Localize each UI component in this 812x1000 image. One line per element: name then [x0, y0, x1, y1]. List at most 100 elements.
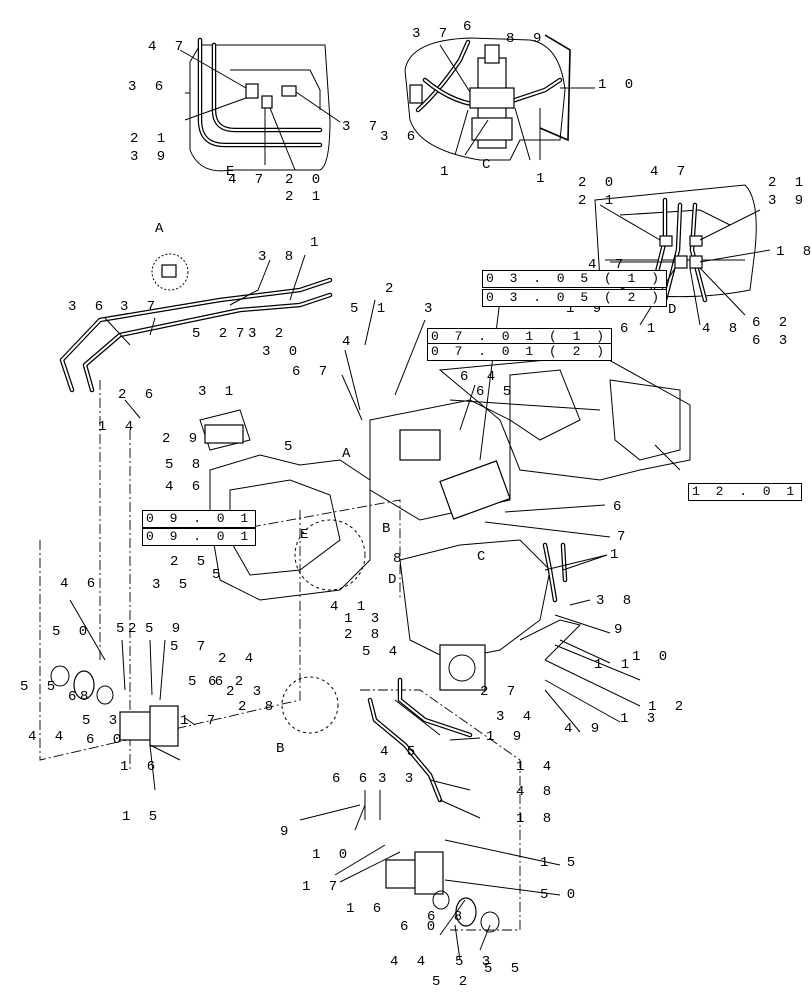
callout-49: 4 9	[564, 721, 605, 737]
callout-18-b: 1 8	[516, 811, 557, 827]
callout-5-m: 5	[284, 439, 298, 455]
callout-5b-m: 5	[212, 567, 226, 583]
callout-50-l: 5 0	[52, 624, 93, 640]
callout-50-b: 5 0	[540, 887, 581, 903]
callout-18-r: 1 8	[776, 244, 811, 260]
ref-03-05-2[interactable]: 0 3 . 0 5 ( 2 )	[482, 289, 668, 307]
callout-21: 2 1	[130, 131, 171, 147]
callout-48-r: 4 8	[702, 321, 743, 337]
ref-12-01[interactable]: 1 2 . 0 1	[688, 483, 803, 501]
ref-09-01-b[interactable]: 0 9 . 0 1	[142, 528, 257, 546]
callout-68-b: 6 8	[427, 909, 468, 925]
callout-2-l: 2	[128, 621, 142, 637]
callout-64: 6 4	[460, 369, 501, 385]
callout-62-l: 6 2	[208, 674, 249, 690]
callout-24: 2 4	[218, 651, 259, 667]
callout-53-b: 5 3	[455, 954, 496, 970]
callout-5-l: 5	[116, 621, 130, 637]
callout-23: 2 3	[226, 684, 267, 700]
callout-detail-c-m: C	[477, 549, 491, 565]
callout-38: 3 8	[258, 249, 299, 265]
callout-19-b: 1 9	[486, 729, 527, 745]
callout-36: 3 6	[128, 79, 169, 95]
callout-21-r: 2 1	[578, 193, 619, 209]
callout-52-m: 5 2	[192, 326, 233, 342]
ref-07-01-2[interactable]: 0 7 . 0 1 ( 2 )	[427, 343, 613, 361]
callout-9-m: 9	[614, 622, 628, 638]
callout-14-b: 1 4	[516, 759, 557, 775]
callout-16-b: 1 6	[346, 901, 387, 917]
callout-44-b: 4 4	[390, 954, 431, 970]
callout-31: 3 1	[198, 384, 239, 400]
callout-detail-c: C	[482, 157, 496, 173]
callout-detail-d-m: D	[388, 572, 402, 588]
callout-63-r: 6 3	[752, 333, 793, 349]
callout-21b-r: 2 1	[768, 175, 809, 191]
callout-28-l: 2 8	[238, 699, 279, 715]
callout-39-r: 3 9	[768, 193, 809, 209]
callout-7-m: 7	[236, 326, 250, 342]
callout-46-m: 4 6	[165, 479, 206, 495]
callout-6-tc: 6	[463, 19, 477, 35]
ref-07-01-1[interactable]: 0 7 . 0 1 ( 1 )	[427, 328, 613, 346]
callout-36-m: 3 6	[68, 299, 109, 315]
callout-55-l: 5 5	[20, 679, 61, 695]
callout-26: 2 6	[118, 387, 159, 403]
ref-03-05-1[interactable]: 0 3 . 0 5 ( 1 )	[482, 270, 668, 288]
ref-09-01-a[interactable]: 0 9 . 0 1	[142, 510, 257, 528]
callout-37-tc: 3 7	[412, 26, 453, 42]
callout-20: 2 0	[285, 172, 326, 188]
callout-36-tc: 3 6	[380, 129, 421, 145]
callout-detail-e: E	[226, 164, 240, 180]
callout-37: 3 7	[342, 119, 383, 135]
callout-60-b: 6 0	[400, 919, 441, 935]
callout-detail-b-m: B	[382, 521, 396, 537]
callout-1b-m: 1	[610, 547, 624, 563]
callout-28-m: 2 8	[344, 627, 385, 643]
callout-1-m: 1	[310, 235, 324, 251]
callout-17-l: 1 7	[180, 713, 221, 729]
callout-60-l: 6 0	[86, 732, 127, 748]
callout-8-l: 8	[80, 689, 94, 705]
callout-20-r: 2 0	[578, 175, 619, 191]
callout-14-m: 1 4	[98, 419, 139, 435]
callout-6-m: 6	[613, 499, 627, 515]
callout-32-m: 3 2	[248, 326, 289, 342]
callout-30: 3 0	[262, 344, 303, 360]
callout-37-m: 3 7	[120, 299, 161, 315]
callout-34: 3 4	[496, 709, 537, 725]
callout-9-b: 9	[280, 824, 294, 840]
callout-58: 5 8	[165, 457, 206, 473]
callout-33: 3 3	[378, 771, 419, 787]
valve-c-inset	[404, 34, 595, 161]
callout-17-b: 1 7	[302, 879, 343, 895]
callout-detail-b-l: B	[276, 741, 290, 757]
callout-16-l: 1 6	[120, 759, 161, 775]
callout-10-tc: 1 0	[598, 77, 639, 93]
callout-7b-m: 7	[617, 529, 631, 545]
callout-29: 2 9	[162, 431, 203, 447]
callout-15-l: 1 5	[122, 809, 163, 825]
callout-47b: 4 7	[228, 172, 269, 188]
callout-12: 1 2	[648, 699, 689, 715]
callout-1b-tc: 1	[536, 171, 550, 187]
callout-6-l: 6	[68, 689, 82, 705]
callout-67: 6 7	[292, 364, 333, 380]
callout-52-b: 5 2	[432, 974, 473, 990]
callout-25: 2 5	[170, 554, 211, 570]
callout-2-m: 2	[385, 281, 399, 297]
callout-detail-a: A	[155, 221, 169, 237]
callout-57: 5 7	[170, 639, 211, 655]
callout-13b-m: 1 3	[620, 711, 661, 727]
callout-detail-d-r: D	[668, 302, 682, 318]
callout-10-b: 1 0	[312, 847, 353, 863]
callout-47: 4 7	[148, 39, 189, 55]
callout-27: 2 7	[480, 684, 521, 700]
callout-65: 6 5	[476, 384, 517, 400]
callout-41: 4 1	[330, 599, 371, 615]
callout-detail-e-m: E	[300, 527, 314, 543]
callout-59: 5 9	[145, 621, 186, 637]
callout-47b-r: 4 7	[588, 257, 629, 273]
callout-8-tc: 8	[506, 31, 520, 47]
